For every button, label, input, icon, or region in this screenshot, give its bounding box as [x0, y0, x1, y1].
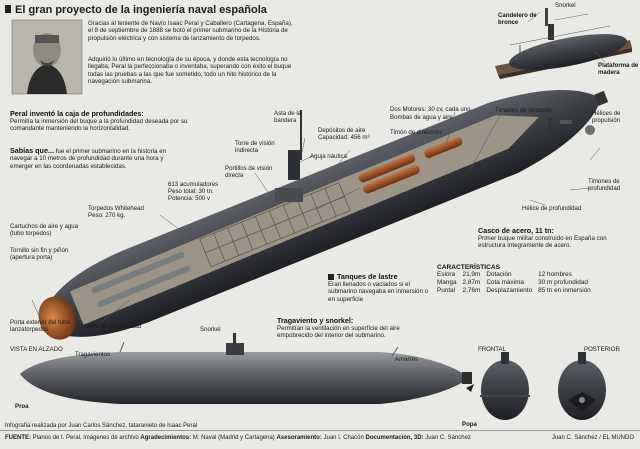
- platform-submarine-illustration: [495, 8, 632, 79]
- doc-label: Documentación, 3D:: [365, 435, 424, 441]
- label-dos-motores: Dos Motores: 30 cv, cada uno: [390, 106, 471, 113]
- intro-paragraph-1: Gracias al teniente de Navío Isaac Peral…: [88, 20, 293, 42]
- note-snorkel-text: Permitían la ventilación en superficie d…: [277, 325, 400, 340]
- spec-key: Puntal: [437, 287, 456, 294]
- page-title: El gran proyecto de la ingeniería naval …: [15, 4, 267, 16]
- specs-row: Eslora 21,9m Dotación 12 hombres: [437, 271, 597, 279]
- label-torpedos: Torpedos Whitehead Peso: 270 kg.: [88, 205, 144, 219]
- label-snorkel-top: Snorkel: [555, 2, 576, 9]
- side-view-submarine: [20, 333, 474, 404]
- label-popa: Popa: [462, 421, 477, 428]
- note-hull-box: Casco de acero, 11 tn: Primer buque mili…: [478, 226, 628, 250]
- title-marker: [5, 5, 11, 13]
- spec-key: Dotación: [486, 271, 512, 278]
- spec-value: 2,87m: [462, 279, 481, 286]
- credits-line: FUENTE: Planos de I. Peral, imágenes de …: [5, 435, 471, 441]
- spec-value: 21,9m: [462, 271, 481, 278]
- spec-key: Manga: [437, 279, 457, 286]
- note-knew-title: Sabías que...: [10, 146, 54, 155]
- label-helice-prof-r: Hélice de profundidad: [522, 205, 582, 212]
- spec-value: 12 hombres: [538, 271, 572, 278]
- label-timones-prof: Timones de profundidad: [588, 178, 621, 192]
- note-snorkel-box: Tragaviento y snorkel: Permitían la vent…: [277, 316, 437, 340]
- label-bombas: Bombas de agua y aire: [390, 114, 453, 121]
- ases-label: Asesoramiento:: [276, 435, 322, 441]
- label-vista: VISTA EN ALZADO: [10, 346, 63, 353]
- spec-key: Desplazamiento: [486, 287, 533, 294]
- specs-row: Manga 2,87m Cota máxima 30 m profundidad: [437, 279, 597, 287]
- front-view: [480, 352, 530, 420]
- agrad-label: Agradecimientos:: [140, 435, 192, 441]
- credit-infografia: Infografía realizada por Juan Carlos Sán…: [5, 423, 198, 429]
- ballast-marker: [328, 274, 334, 280]
- leader-lines: [31, 111, 601, 324]
- note-ballast-title: Tanques de lastre: [337, 272, 398, 281]
- label-asta: Asta de la bandera: [274, 110, 302, 124]
- note-depth-box: Peral inventó la caja de profundidades: …: [10, 109, 195, 133]
- label-plataforma: Plataforma de madera: [598, 62, 639, 76]
- note-knew-text: fue el primer submarino en la historia e…: [10, 148, 167, 170]
- label-aguja: Aguja náutica: [310, 153, 347, 160]
- label-cartuchos: Cartuchos de aire y agua (tubo torpedos): [10, 223, 79, 237]
- label-helices-prop: Hélices de propulsión: [592, 110, 621, 124]
- spec-key: Eslora: [437, 271, 456, 278]
- spec-key: Cota máxima: [486, 279, 524, 286]
- label-frontal: FRONTAL: [478, 346, 506, 353]
- label-acumuladores: 613 acumuladores Peso total: 30 tn. Pote…: [168, 181, 219, 202]
- note-depth-text: Permitía la inmersión del buque a la pro…: [10, 118, 188, 133]
- specs-title: CARACTERÍSTICAS: [437, 264, 501, 271]
- spec-value: 85 tn en inmersión: [538, 287, 591, 294]
- note-ballast-text: Eran llenados o vaciados si el submarino…: [328, 281, 429, 303]
- label-timon-dir: Timón de dirección: [390, 129, 442, 136]
- rear-view: [558, 352, 606, 420]
- label-posterior: POSTERIOR: [584, 346, 620, 353]
- doc-text: Juan C. Sánchez: [425, 435, 471, 441]
- ases-text: Juan I. Chacón: [323, 435, 364, 441]
- label-depositos: Depósitos de aire Capacidad: 456 m³: [318, 127, 370, 141]
- label-tornillo: Tornillo sin fin y piñón (apertura porta…: [10, 247, 69, 261]
- specs-table: Eslora 21,9m Dotación 12 hombres Manga 2…: [437, 271, 597, 295]
- label-proa: Proa: [15, 403, 29, 410]
- cutaway-submarine: [38, 89, 609, 340]
- note-ballast-box: Tanques de lastre Eran llenados o vaciad…: [328, 272, 433, 303]
- label-candelero: Candelero de bronce: [498, 12, 537, 26]
- isaac-peral-portrait: [11, 19, 83, 95]
- label-amarres: Amarres: [395, 356, 419, 363]
- label-snorkel-low: Snorkel: [200, 326, 221, 333]
- footer-rule: [0, 430, 640, 431]
- specs-row: Puntal 2,76m Desplazamiento 85 tn en inm…: [437, 287, 597, 295]
- note-snorkel-title: Tragaviento y snorkel:: [277, 316, 354, 325]
- label-portillos: Portillos de visión directa: [225, 165, 273, 179]
- label-porta: Porta exterior del tubo lanzatorpedos: [10, 319, 70, 333]
- agrad-text: M. Naval (Madrid y Cartagena): [192, 435, 275, 441]
- note-depth-title: Peral inventó la caja de profundidades:: [10, 109, 144, 118]
- note-hull-text: Primer buque militar construido en Españ…: [478, 235, 607, 250]
- spec-value: 2,76m: [462, 287, 481, 294]
- note-hull-title: Casco de acero, 11 tn:: [478, 226, 554, 235]
- signature: Juan C. Sánchez / EL MUNDO: [551, 435, 634, 441]
- specs-panel: CARACTERÍSTICAS Eslora 21,9m Dotación 12…: [437, 264, 637, 295]
- fuente-label: FUENTE:: [5, 435, 31, 441]
- label-tragavientos: Tragavientos: [75, 351, 111, 358]
- fuente-text: Planos de I. Peral, imágenes de archivo: [32, 435, 139, 441]
- spec-value: 30 m profundidad: [538, 279, 588, 286]
- note-knew-box: Sabías que... fue el primer submarino en…: [10, 147, 180, 170]
- label-torre: Torre de visión indirecta: [235, 140, 275, 154]
- intro-paragraph-2: Adquirió lo último en tecnología de su é…: [88, 56, 292, 86]
- label-helice-prof-l: Hélice de profundidad: [82, 323, 142, 330]
- label-timones-dir: Timones de dirección: [495, 107, 553, 114]
